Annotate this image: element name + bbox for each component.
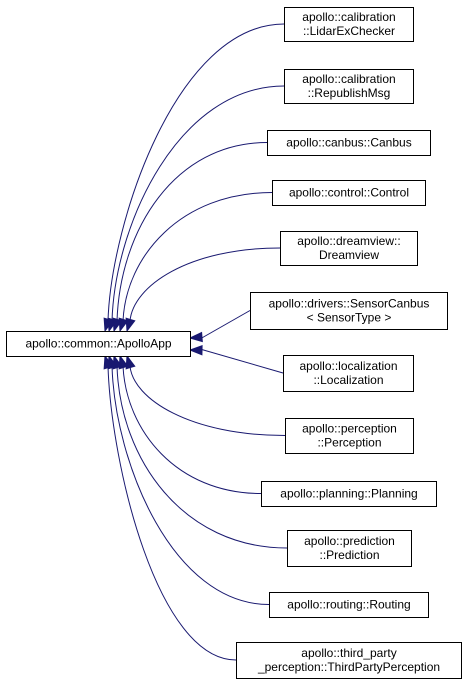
class-node-apollo-perception-perception-inheritance-edge [125, 354, 286, 436]
class-node-apollo-dreamview-dreamview-edge [129, 247, 281, 322]
class-node-apollo-control-control[interactable]: apollo::control::Control [272, 180, 426, 206]
class-node-apollo-canbus-canbus[interactable]: apollo::canbus::Canbus [267, 130, 431, 156]
class-node-apollo-dreamview-dreamview-box [280, 231, 418, 266]
class-node-apollo-third-party-perception-thirdpartyperception[interactable]: apollo::third_party_perception::ThirdPar… [236, 642, 462, 679]
class-node-apollo-drivers-sensorcanbus-sensortype-inheritance-edge [188, 310, 251, 343]
class-node-apollo-perception-perception-box [285, 418, 414, 454]
class-node-apollo-drivers-sensorcanbus-sensortype[interactable]: apollo::drivers::SensorCanbus< SensorTyp… [250, 292, 448, 330]
class-node-apollo-calibration-lidarexchecker-box [284, 7, 414, 42]
class-node-apollo-planning-planning[interactable]: apollo::planning::Planning [261, 481, 437, 507]
class-node-apollo-perception-perception[interactable]: apollo::perception::Perception [285, 418, 414, 454]
class-node-apollo-perception-perception-edge [129, 365, 286, 436]
class-node-apollo-third-party-perception-thirdpartyperception-box [236, 642, 462, 679]
class-node-apollo-control-control-box [272, 180, 426, 206]
class-node-apollo-calibration-lidarexchecker[interactable]: apollo::calibration::LidarExChecker [284, 7, 414, 42]
class-node-apollo-localization-localization-arrowhead [188, 345, 203, 356]
class-node-apollo-drivers-sensorcanbus-sensortype-edge [199, 310, 251, 340]
class-node-apollo-perception-perception-label-line-1: apollo::perception [302, 422, 397, 436]
class-node-apollo-calibration-republishmsg-edge [111, 85, 285, 322]
class-node-apollo-localization-localization-inheritance-edge [188, 345, 284, 374]
class-node-apollo-planning-planning-inheritance-edge [118, 354, 262, 494]
class-node-apollo-canbus-canbus-edge [116, 142, 268, 322]
class-node-apollo-planning-planning-label-line-1: apollo::planning::Planning [280, 487, 417, 501]
class-node-apollo-localization-localization-label-line-2: ::Localization [313, 373, 383, 387]
class-node-apollo-routing-routing[interactable]: apollo::routing::Routing [269, 592, 429, 618]
class-node-apollo-prediction-prediction-box [287, 530, 412, 567]
class-node-apollo-drivers-sensorcanbus-sensortype-arrowhead [188, 331, 203, 343]
class-node-apollo-planning-planning-box [261, 481, 437, 507]
class-node-apollo-control-control-arrowhead [118, 317, 129, 333]
class-node-apollo-prediction-prediction[interactable]: apollo::prediction::Prediction [287, 530, 412, 567]
class-node-apollo-common-apolloapp[interactable]: apollo::common::ApolloApp [6, 331, 191, 357]
class-nodes: apollo::calibration::LidarExCheckerapoll… [6, 7, 462, 679]
inheritance-edges [103, 23, 288, 661]
class-node-apollo-third-party-perception-thirdpartyperception-label-line-2: _perception::ThirdPartyPerception [257, 660, 440, 674]
class-node-apollo-drivers-sensorcanbus-sensortype-label-line-1: apollo::drivers::SensorCanbus [269, 297, 430, 311]
class-node-apollo-perception-perception-arrowhead [125, 354, 136, 370]
class-node-apollo-third-party-perception-thirdpartyperception-edge [107, 365, 237, 661]
class-node-apollo-prediction-prediction-edge [116, 365, 288, 549]
class-node-apollo-dreamview-dreamview-label-line-2: Dreamview [319, 248, 379, 262]
class-node-apollo-localization-localization[interactable]: apollo::localization::Localization [283, 355, 414, 392]
class-node-apollo-calibration-lidarexchecker-inheritance-edge [103, 23, 285, 333]
class-node-apollo-common-apolloapp-box [6, 331, 191, 357]
class-node-apollo-calibration-lidarexchecker-edge [107, 23, 285, 322]
class-node-apollo-calibration-lidarexchecker-label-line-1: apollo::calibration [302, 10, 395, 24]
class-node-apollo-dreamview-dreamview-inheritance-edge [125, 247, 281, 333]
class-node-apollo-third-party-perception-thirdpartyperception-label-line-1: apollo::third_party [301, 646, 396, 660]
class-node-apollo-common-apolloapp-label-line-1: apollo::common::ApolloApp [25, 337, 171, 351]
class-node-apollo-prediction-prediction-inheritance-edge [112, 354, 288, 549]
class-node-apollo-canbus-canbus-box [267, 130, 431, 156]
class-node-apollo-control-control-label-line-1: apollo::control::Control [289, 186, 409, 200]
class-node-apollo-routing-routing-label-line-1: apollo::routing::Routing [287, 598, 410, 612]
class-node-apollo-control-control-edge [122, 192, 273, 322]
class-node-apollo-drivers-sensorcanbus-sensortype-box [250, 292, 448, 330]
class-node-apollo-drivers-sensorcanbus-sensortype-label-line-2: < SensorType > [307, 311, 392, 325]
class-node-apollo-routing-routing-edge [111, 365, 270, 605]
class-node-apollo-third-party-perception-thirdpartyperception-inheritance-edge [103, 354, 237, 661]
class-node-apollo-routing-routing-box [269, 592, 429, 618]
class-node-apollo-perception-perception-label-line-2: ::Perception [317, 436, 381, 450]
class-node-apollo-dreamview-dreamview-label-line-1: apollo::dreamview:: [297, 234, 400, 248]
class-node-apollo-calibration-republishmsg[interactable]: apollo::calibration::RepublishMsg [284, 69, 414, 104]
class-node-apollo-dreamview-dreamview[interactable]: apollo::dreamview::Dreamview [280, 231, 418, 266]
class-node-apollo-calibration-republishmsg-box [284, 69, 414, 104]
class-node-apollo-localization-localization-edge [199, 348, 284, 374]
class-node-apollo-routing-routing-inheritance-edge [107, 354, 270, 605]
class-node-apollo-third-party-perception-thirdpartyperception-arrowhead [103, 354, 114, 370]
class-node-apollo-prediction-prediction-label-line-1: apollo::prediction [304, 534, 395, 548]
class-node-apollo-prediction-prediction-label-line-2: ::Prediction [319, 548, 379, 562]
class-node-apollo-canbus-canbus-label-line-1: apollo::canbus::Canbus [286, 136, 411, 150]
class-node-apollo-dreamview-dreamview-arrowhead [125, 317, 136, 333]
class-node-apollo-control-control-inheritance-edge [118, 192, 273, 333]
class-node-apollo-planning-planning-edge [122, 365, 262, 494]
class-node-apollo-localization-localization-box [283, 355, 414, 392]
class-node-apollo-calibration-republishmsg-label-line-2: ::RepublishMsg [308, 86, 391, 100]
class-node-apollo-calibration-republishmsg-label-line-1: apollo::calibration [302, 72, 395, 86]
class-node-apollo-calibration-lidarexchecker-label-line-2: ::LidarExChecker [303, 24, 395, 38]
class-node-apollo-localization-localization-label-line-1: apollo::localization [299, 359, 397, 373]
